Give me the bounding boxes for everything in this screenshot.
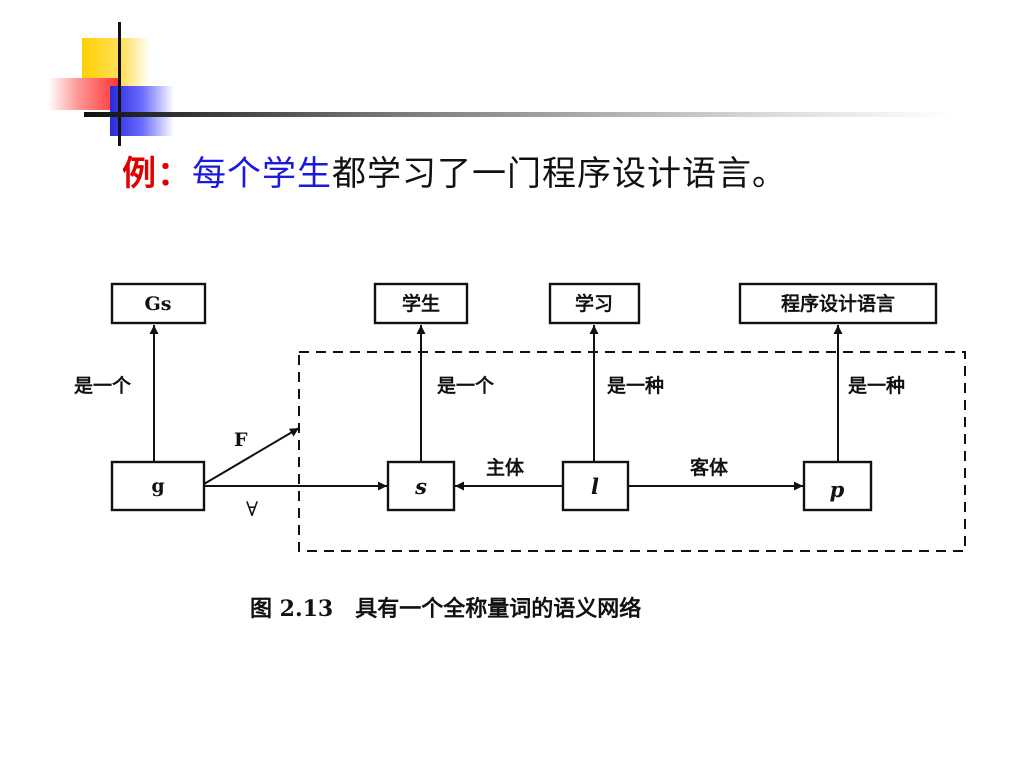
edge-label-f: F bbox=[234, 429, 248, 451]
figure-caption: 图 2.13 具有一个全称量词的语义网络 bbox=[250, 596, 641, 622]
edge-label-l-study: 是一种 bbox=[607, 375, 664, 397]
decor-horizontal-rule bbox=[84, 112, 950, 117]
slide-title: 例：每个学生都学习了一门程序设计语言。 bbox=[122, 152, 787, 196]
dashed-subnetwork-boundary bbox=[298, 351, 966, 552]
edge-label-p-language: 是一种 bbox=[848, 375, 905, 397]
node-s-label: s bbox=[414, 474, 427, 499]
node-study-label: 学习 bbox=[575, 292, 613, 315]
node-gs-label: Gs bbox=[145, 293, 172, 315]
title-highlight: 每个学生 bbox=[192, 154, 332, 194]
node-gs-box bbox=[110, 282, 207, 325]
title-label: 例： bbox=[122, 154, 192, 194]
node-l-label: l bbox=[591, 474, 599, 499]
edge-g-f bbox=[203, 427, 300, 485]
title-rest: 都学习了一门程序设计语言。 bbox=[332, 154, 787, 194]
decor-vertical-line bbox=[118, 22, 121, 146]
decor-red-bar bbox=[48, 78, 120, 110]
node-study-box bbox=[548, 282, 641, 325]
node-s-box bbox=[386, 460, 456, 512]
edge-label-forall: ∀ bbox=[246, 497, 258, 521]
node-language-label: 程序设计语言 bbox=[781, 292, 895, 315]
node-l-box bbox=[561, 460, 630, 512]
node-g-box bbox=[110, 460, 206, 512]
node-student-label: 学生 bbox=[402, 292, 440, 315]
node-language-box bbox=[738, 282, 938, 325]
node-student-box bbox=[373, 282, 469, 325]
edge-label-g-gs: 是一个 bbox=[74, 375, 132, 397]
edge-label-subject: 主体 bbox=[486, 456, 525, 479]
node-g-label: g bbox=[151, 475, 164, 497]
node-p-box bbox=[802, 460, 873, 512]
node-p-label: p bbox=[830, 477, 845, 502]
edge-label-object: 客体 bbox=[690, 456, 729, 479]
edge-label-s-student: 是一个 bbox=[437, 375, 495, 397]
